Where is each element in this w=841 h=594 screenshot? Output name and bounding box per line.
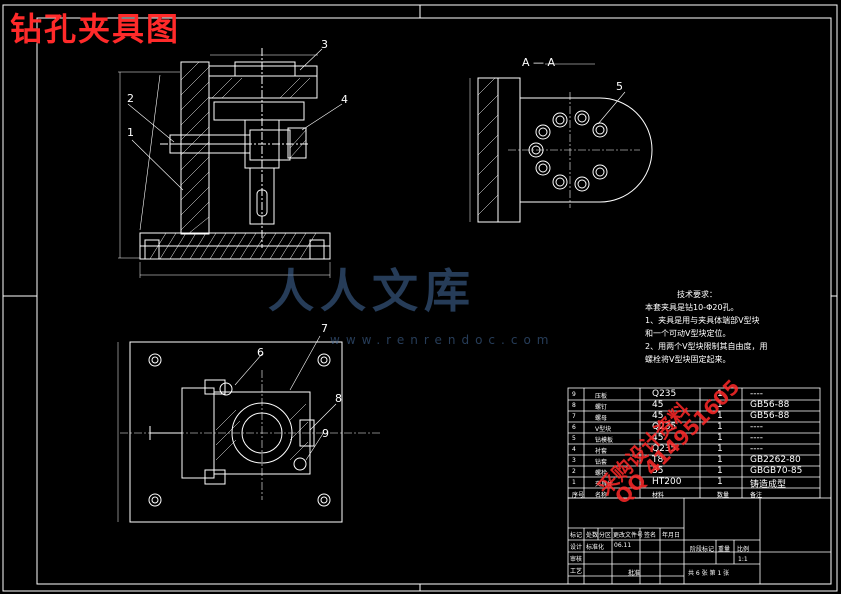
bom-cell-material: 45 xyxy=(652,433,664,443)
tb-sheet: 共 6 张 第 1 张 xyxy=(688,570,730,577)
bom-header-name: 名称 xyxy=(595,492,608,499)
bom-cell-qty: 1 xyxy=(717,389,723,399)
tb-stage-label: 阶段标记 xyxy=(690,546,715,553)
part-number-5: 5 xyxy=(616,80,623,93)
bom-header-std: 备注 xyxy=(750,492,763,499)
tb-rev-label: 年月日 xyxy=(662,532,681,539)
bom-header-qty: 数量 xyxy=(717,492,730,499)
tech-line: 和一个可动V型块定位。 xyxy=(645,329,731,338)
bom-cell-qty: 1 xyxy=(717,411,723,421)
bom-cell-name: 钻模板 xyxy=(595,437,614,444)
tb-approve: 批准 xyxy=(628,570,641,577)
bom-cell-no: 3 xyxy=(572,457,576,464)
bom-cell-std: ---- xyxy=(750,433,763,443)
bom-cell-qty: 1 xyxy=(717,444,723,454)
bom-cell-name: 螺母 xyxy=(595,415,608,422)
bom-cell-std: GB2262-80 xyxy=(750,455,801,465)
bom-cell-material: 45 xyxy=(652,411,664,421)
part-number-6: 6 xyxy=(257,346,264,359)
part-number-9: 9 xyxy=(322,427,329,440)
tb-date: 06.11 xyxy=(614,542,632,549)
tb-rev-label: 分区 xyxy=(599,532,612,539)
bom-cell-no: 1 xyxy=(572,479,576,486)
front-view xyxy=(118,48,343,278)
watermark-url: www.renrendoc.com xyxy=(330,333,555,347)
bom-cell-name: 螺栓 xyxy=(595,470,608,477)
bom-cell-std: GB56-88 xyxy=(750,400,790,410)
drawing-inner-frame xyxy=(36,17,832,585)
tb-rev-label: 更改文件号 xyxy=(613,532,644,539)
top-view xyxy=(117,335,380,523)
bom-cell-std: ---- xyxy=(750,422,763,432)
bom-cell-material: Q235 xyxy=(652,389,677,399)
drawing-title: 钻孔夹具图 xyxy=(10,10,181,48)
part-number-4: 4 xyxy=(341,93,348,106)
tb-scale-label: 比例 xyxy=(737,546,750,553)
bom-cell-no: 5 xyxy=(572,435,576,442)
title-block-grid xyxy=(567,497,832,585)
bom-cell-std: GB56-88 xyxy=(750,411,790,421)
bom-cell-material: 35 xyxy=(652,466,664,476)
tech-line: 2、用两个V型块限制其自由度，用 xyxy=(645,342,768,351)
bom-cell-std: GBGB70-85 xyxy=(750,466,803,476)
tech-heading: 技术要求： xyxy=(677,290,717,299)
tech-line: 螺栓将V型块固定起来。 xyxy=(645,355,731,364)
bom-cell-name: 螺钉 xyxy=(595,404,608,411)
tb-rev-label: 标记 xyxy=(570,532,583,539)
bom-header-material: 材料 xyxy=(652,492,665,499)
bom-cell-no: 6 xyxy=(572,424,576,431)
tb-weight-label: 重量 xyxy=(718,546,731,553)
tech-line: 1、夹具是用与夹具体端部V型块 xyxy=(645,316,760,325)
bom-cell-qty: 1 xyxy=(717,400,723,410)
bom-cell-name: 衬套 xyxy=(595,448,608,455)
bom-cell-std: ---- xyxy=(750,444,763,454)
bom-cell-std: 铸造成型 xyxy=(750,480,787,490)
part-number-3: 3 xyxy=(321,38,328,51)
bom-cell-material: T8 xyxy=(652,455,664,465)
side-view-a-a xyxy=(469,63,653,223)
bom-cell-material: Q235 xyxy=(652,422,677,432)
bom-table-grid xyxy=(567,387,821,499)
tb-standard: 标准化 xyxy=(586,544,605,551)
tb-process: 工艺 xyxy=(570,568,583,575)
tb-design: 设计 xyxy=(570,544,583,551)
watermark-site: 人人文库 xyxy=(268,264,476,318)
bom-cell-qty: 1 xyxy=(717,433,723,443)
bom-cell-material: Q235 xyxy=(652,444,677,454)
bom-cell-qty: 1 xyxy=(717,455,723,465)
bom-cell-std: ---- xyxy=(750,389,763,399)
tb-review: 审核 xyxy=(570,556,583,563)
bom-cell-no: 4 xyxy=(572,446,576,453)
bom-cell-qty: 1 xyxy=(717,422,723,432)
bom-cell-material: HT200 xyxy=(652,477,682,487)
bom-cell-qty: 1 xyxy=(717,466,723,476)
bom-cell-name: 钻套 xyxy=(595,459,608,466)
bom-cell-no: 9 xyxy=(572,391,576,398)
part-number-2: 2 xyxy=(127,92,134,105)
bom-cell-no: 2 xyxy=(572,468,576,475)
part-number-1: 1 xyxy=(127,126,134,139)
bom-header-no: 序号 xyxy=(572,492,585,499)
tb-rev-label: 处数 xyxy=(586,532,599,539)
bom-cell-no: 7 xyxy=(572,413,576,420)
bom-cell-name: 压板 xyxy=(595,393,608,400)
tb-rev-label: 签名 xyxy=(644,532,657,539)
bom-cell-qty: 1 xyxy=(717,477,723,487)
tech-line: 本套夹具是钻10-Φ20孔。 xyxy=(645,303,739,312)
tb-scale: 1:1 xyxy=(738,556,748,563)
part-number-7: 7 xyxy=(321,322,328,335)
bom-cell-name: 夹具体 xyxy=(595,481,614,488)
technical-requirements: 技术要求： 本套夹具是钻10-Φ20孔。 1、夹具是用与夹具体端部V型块 和一个… xyxy=(645,288,768,366)
bom-cell-name: V型块 xyxy=(595,426,612,433)
section-label: A — A xyxy=(522,56,556,69)
bom-cell-no: 8 xyxy=(572,402,576,409)
part-number-8: 8 xyxy=(335,392,342,405)
bom-cell-material: 45 xyxy=(652,400,664,410)
